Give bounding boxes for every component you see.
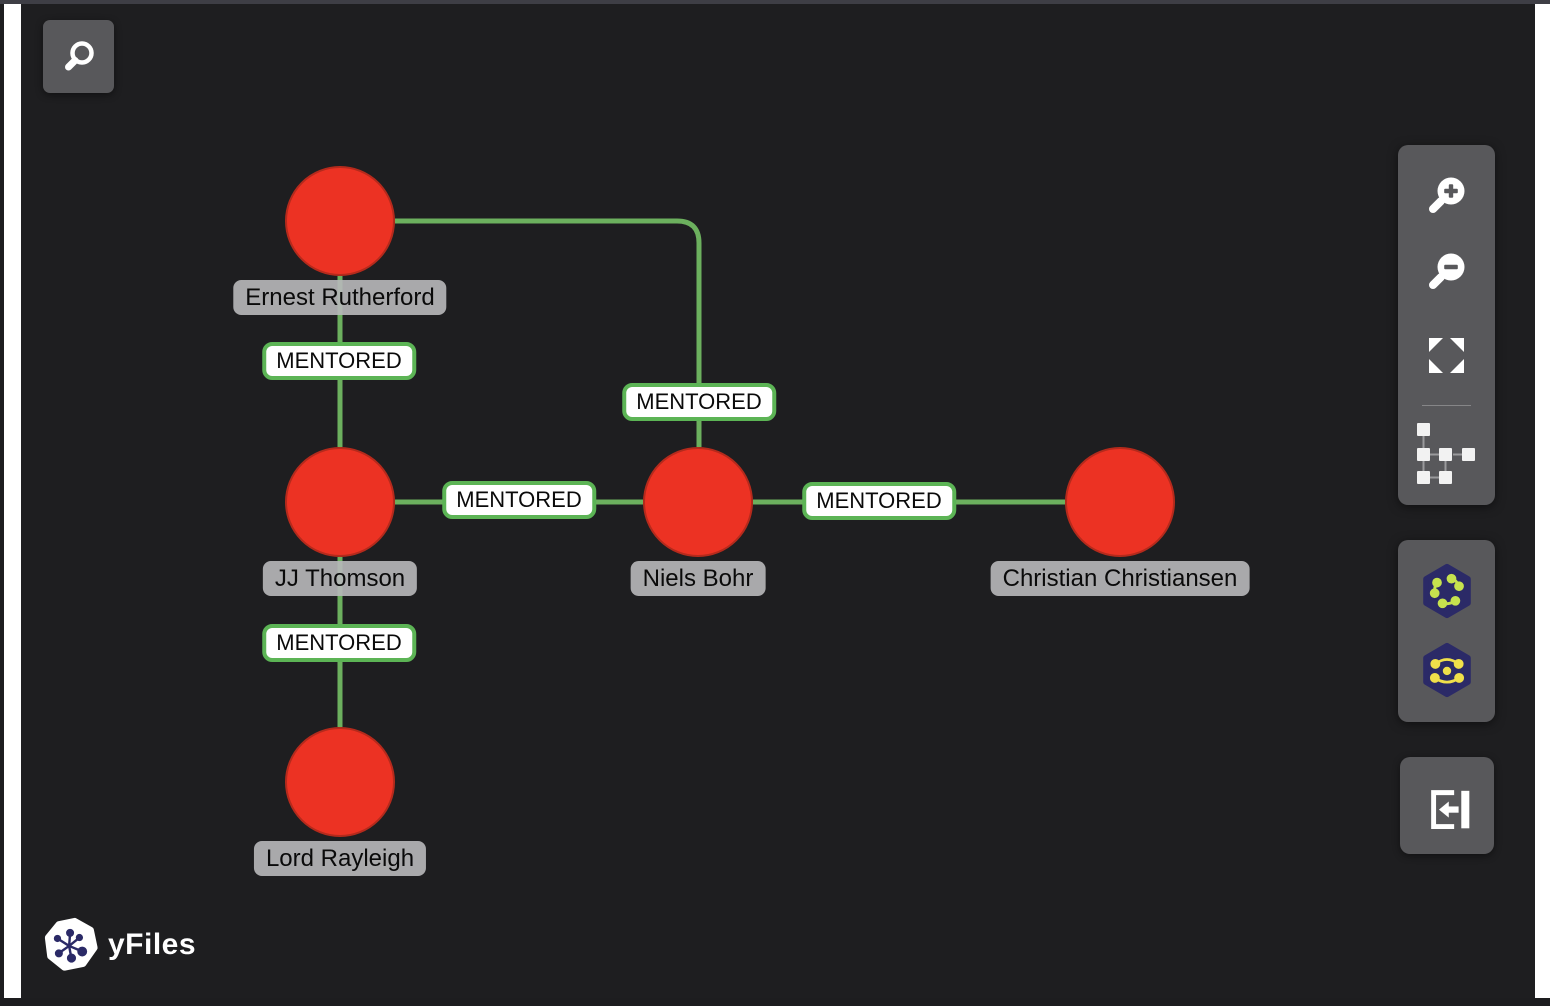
edge-ernest-rutherford-niels-bohr[interactable] bbox=[395, 218, 702, 447]
exit-sidebar-icon bbox=[1422, 779, 1472, 833]
window-left-strip bbox=[0, 4, 4, 998]
graph-node-niels-bohr[interactable] bbox=[643, 447, 753, 557]
zoom-out-icon bbox=[1425, 251, 1469, 295]
window-top-strip bbox=[0, 0, 1550, 4]
edge-label-ernest-rutherford-jj-thomson[interactable]: MENTORED bbox=[262, 342, 416, 380]
edge-layer bbox=[337, 218, 1065, 727]
graph-node-christian-christiansen[interactable] bbox=[1065, 447, 1175, 557]
node-label-christian-christiansen[interactable]: Christian Christiansen bbox=[990, 561, 1250, 596]
graph-canvas[interactable]: Ernest Rutherford JJ Thomson Niels Bohr Chr… bbox=[21, 4, 1535, 998]
hierarchic-layout-icon bbox=[1417, 422, 1476, 484]
radial-layout-icon bbox=[1419, 641, 1475, 699]
graph-layer: Ernest Rutherford JJ Thomson Niels Bohr Chr… bbox=[21, 4, 1535, 998]
yfiles-logo-text: yFiles bbox=[108, 928, 197, 961]
edge-label-jj-thomson-niels-bohr[interactable]: MENTORED bbox=[442, 481, 596, 519]
yfiles-logo[interactable]: yFiles bbox=[43, 913, 196, 977]
zoom-in-button[interactable] bbox=[1398, 165, 1495, 229]
edge-label-jj-thomson-lord-rayleigh[interactable]: MENTORED bbox=[262, 624, 416, 662]
organic-layout-icon bbox=[1419, 562, 1475, 620]
graph-node-ernest-rutherford[interactable] bbox=[285, 166, 395, 276]
toolbar-divider bbox=[1422, 405, 1471, 406]
view-toolbar bbox=[1398, 145, 1495, 505]
radial-layout-button[interactable] bbox=[1398, 638, 1495, 702]
node-label-ernest-rutherford[interactable]: Ernest Rutherford bbox=[233, 280, 447, 315]
hierarchic-layout-button[interactable] bbox=[1398, 421, 1495, 485]
search-icon bbox=[59, 37, 99, 77]
edge-label-niels-bohr-christian-christiansen[interactable]: MENTORED bbox=[802, 482, 956, 520]
organic-layout-button[interactable] bbox=[1398, 559, 1495, 623]
yfiles-logo-icon bbox=[43, 916, 99, 974]
edge-label-ernest-rutherford-niels-bohr[interactable]: MENTORED bbox=[622, 383, 776, 421]
graph-node-lord-rayleigh[interactable] bbox=[285, 727, 395, 837]
fit-content-icon bbox=[1428, 337, 1465, 374]
zoom-out-button[interactable] bbox=[1398, 241, 1495, 305]
exit-sidebar-button[interactable] bbox=[1400, 757, 1494, 854]
node-label-lord-rayleigh[interactable]: Lord Rayleigh bbox=[253, 841, 427, 876]
node-label-niels-bohr[interactable]: Niels Bohr bbox=[630, 561, 766, 596]
search-button[interactable] bbox=[43, 20, 114, 93]
node-label-jj-thomson[interactable]: JJ Thomson bbox=[262, 561, 418, 596]
window-bottom-strip bbox=[0, 998, 1550, 1006]
fit-content-button[interactable] bbox=[1398, 323, 1495, 387]
layout-toolbar bbox=[1398, 540, 1495, 722]
graph-node-jj-thomson[interactable] bbox=[285, 447, 395, 557]
zoom-in-icon bbox=[1425, 175, 1469, 219]
